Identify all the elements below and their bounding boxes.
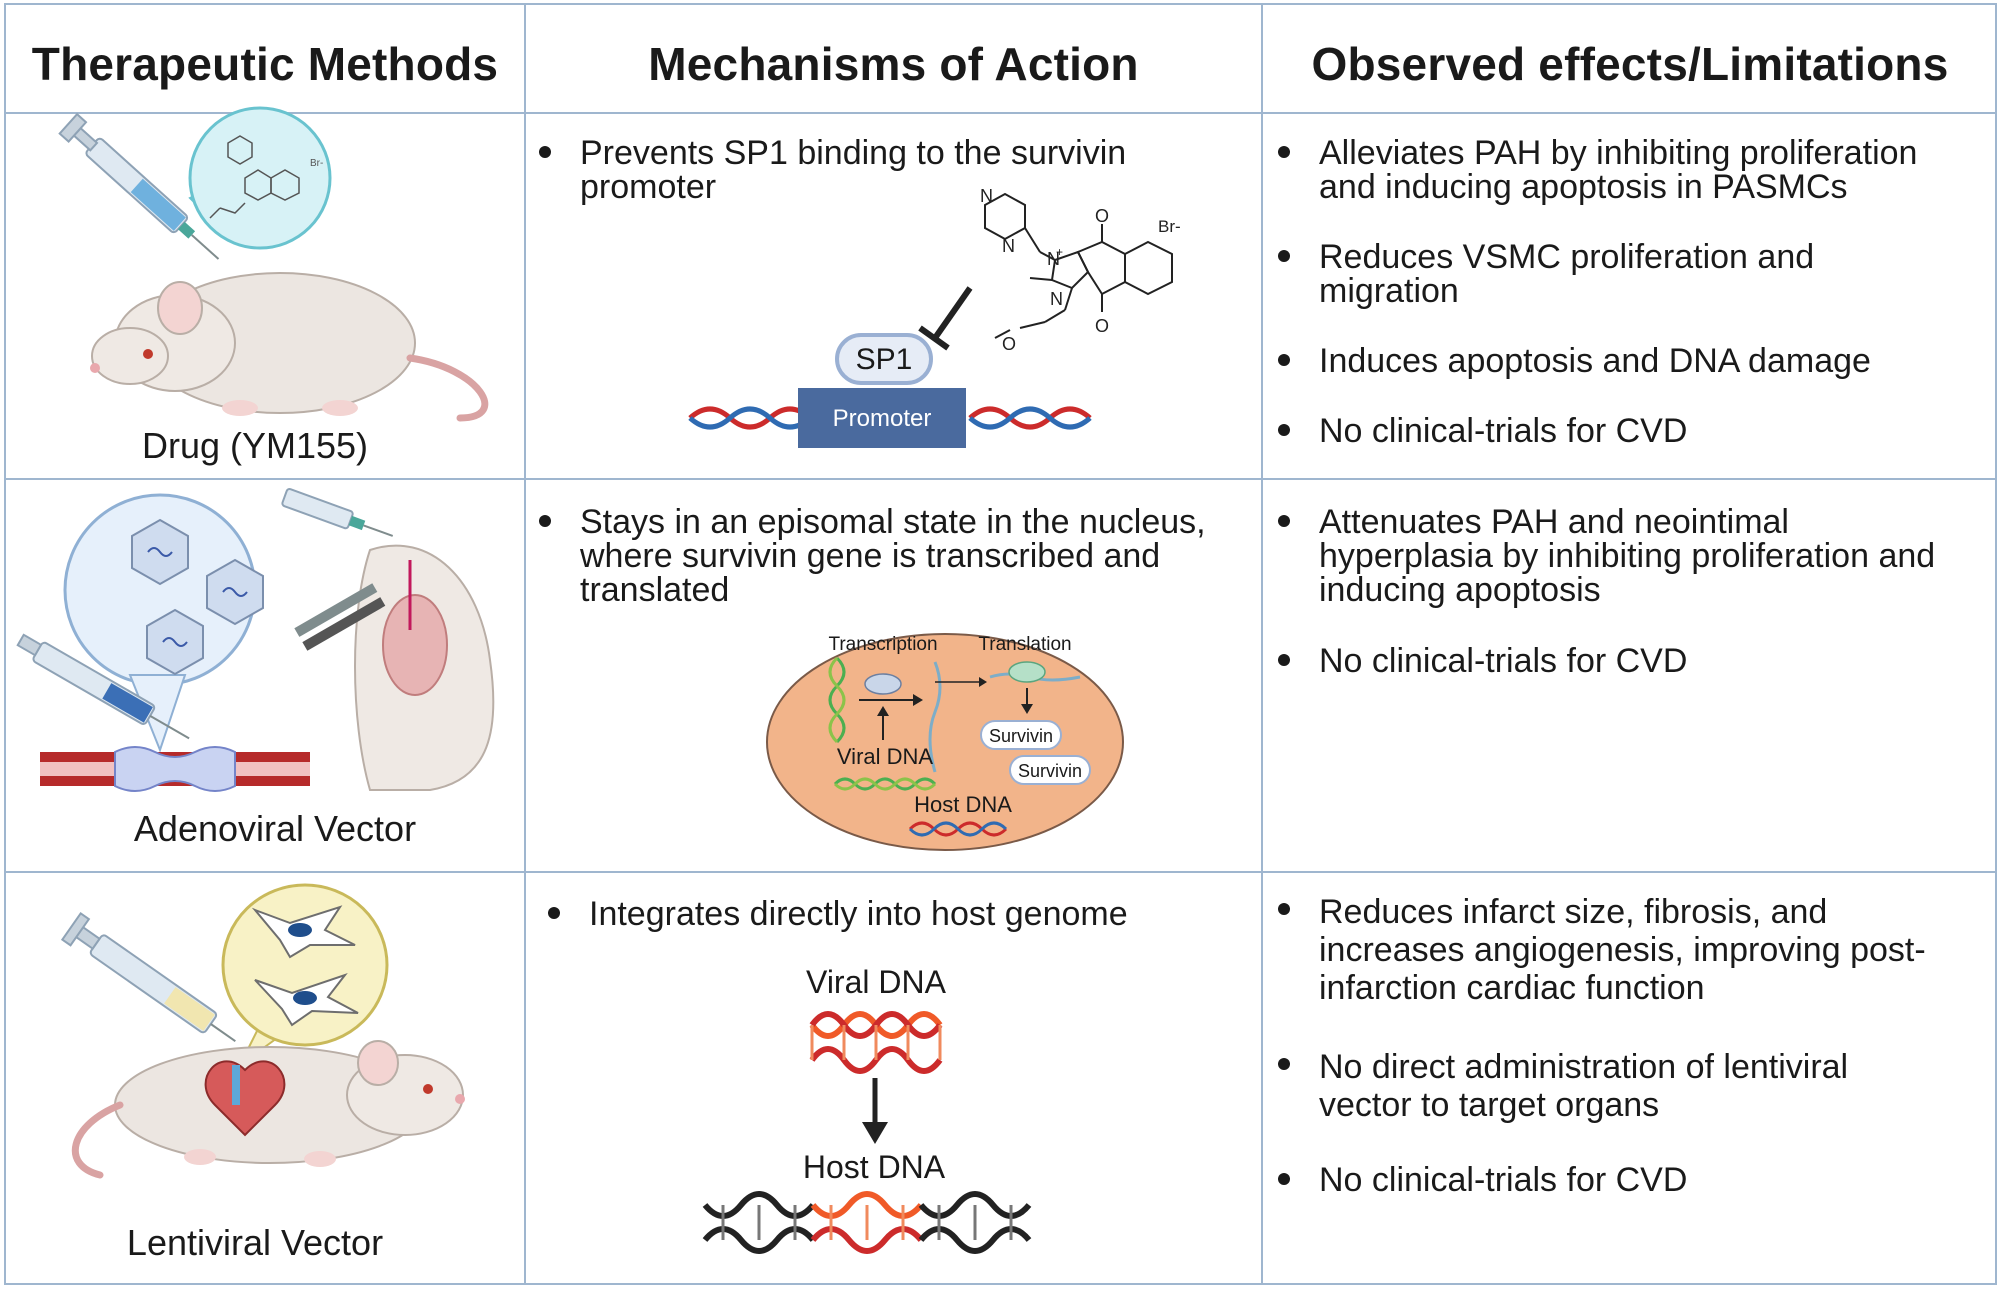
- bromide-label-small: Br-: [310, 158, 323, 169]
- atom-n4: N: [1050, 289, 1063, 309]
- sp1-label: SP1: [856, 343, 913, 376]
- method-drug-caption: Drug (YM155): [141, 425, 369, 466]
- ym155-structure: [984, 192, 1173, 339]
- charge-plus: +: [1056, 245, 1063, 259]
- atom-n3: N: [1047, 249, 1060, 269]
- viral-dna-label: Viral DNA: [837, 744, 934, 769]
- bullet-icon: [1278, 146, 1290, 158]
- row-divider: [4, 478, 1997, 480]
- sp1-promoter-diagram: N N N + N O O O Br- SP1 Promoter: [688, 186, 1181, 448]
- viral-dna-label: Viral DNA: [806, 964, 947, 1000]
- host-dna-helix: [702, 1191, 1032, 1254]
- adenoviral-injection-illustration: [16, 488, 495, 792]
- translation-label: Translation: [978, 634, 1071, 655]
- heart-icon: [204, 1060, 286, 1137]
- bullet-icon: [1278, 1173, 1290, 1185]
- bullet-icon: [1278, 424, 1290, 436]
- header-mechanisms-of-action: Mechanisms of Action: [648, 38, 1139, 90]
- row-divider: [4, 112, 1997, 114]
- nucleus: [766, 633, 1124, 851]
- table-frame: [4, 3, 1997, 1285]
- survivin-label-1: Survivin: [989, 726, 1053, 746]
- bromide-label: Br-: [1158, 217, 1181, 236]
- host-dna-label: Host DNA: [914, 792, 1012, 817]
- nucleus-transcription-diagram: Transcription Translation Viral DNA Surv…: [766, 633, 1124, 851]
- atom-o1: O: [1095, 206, 1109, 226]
- integration-diagram: Viral DNA Host DNA: [702, 964, 1032, 1254]
- sp1-protein: [835, 333, 933, 385]
- promoter-label: Promoter: [833, 405, 932, 432]
- method-adenoviral-caption: Adenoviral Vector: [133, 808, 417, 849]
- atom-n2: N: [1002, 236, 1015, 256]
- bullet-icon: [1278, 354, 1290, 366]
- survivin-label-2: Survivin: [1018, 761, 1082, 781]
- host-dna-label: Host DNA: [803, 1149, 946, 1185]
- atom-n1: N: [980, 186, 993, 206]
- bullet-icon: [548, 907, 560, 919]
- promoter-box: [798, 388, 966, 448]
- column-divider: [1261, 3, 1263, 1285]
- row-divider: [4, 871, 1997, 873]
- method-lentiviral-caption: Lentiviral Vector: [126, 1222, 384, 1263]
- atom-o3: O: [1002, 334, 1016, 354]
- bullet-icon: [1278, 250, 1290, 262]
- bullet-icon: [1278, 1058, 1290, 1070]
- arrow-down-icon: [862, 1122, 888, 1144]
- transcription-label: Transcription: [828, 634, 937, 655]
- header-therapeutic-methods: Therapeutic Methods: [31, 38, 499, 90]
- bullet-icon: [539, 146, 551, 158]
- column-divider: [524, 3, 526, 1285]
- bullet-icon: [1278, 903, 1290, 915]
- atom-o2: O: [1095, 316, 1109, 336]
- header-observed-effects: Observed effects/Limitations: [1311, 38, 1949, 90]
- drug-injection-mouse-illustration: Br-: [58, 106, 489, 422]
- lentiviral-injection-mouse-illustration: [60, 883, 465, 1179]
- bullet-icon: [1278, 515, 1290, 527]
- bullet-icon: [1278, 654, 1290, 666]
- viral-dna-helix: [809, 1011, 943, 1074]
- bullet-icon: [539, 515, 551, 527]
